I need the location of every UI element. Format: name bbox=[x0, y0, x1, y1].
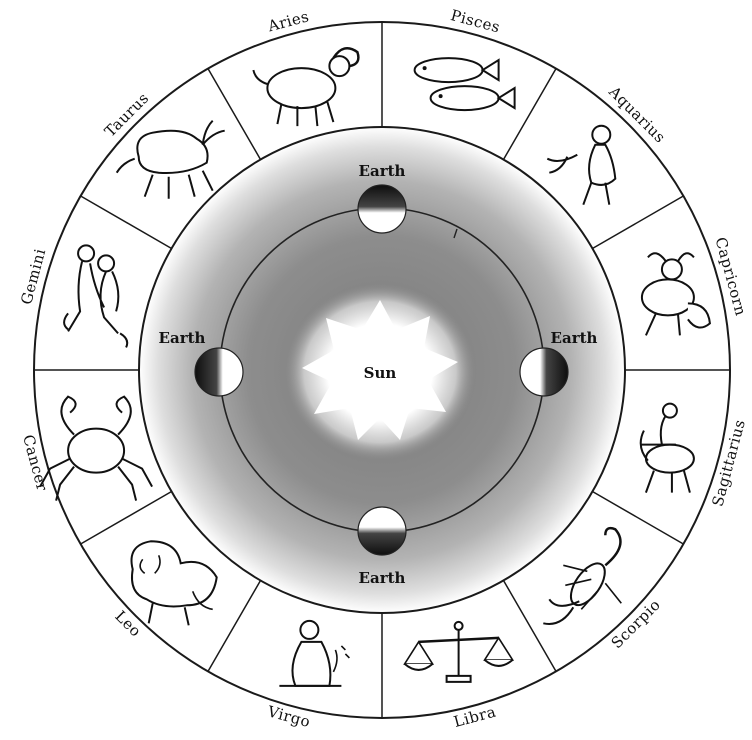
earth-label-left: Earth bbox=[159, 329, 206, 347]
earth-bottom: Earth bbox=[358, 507, 406, 587]
sun: Sun bbox=[285, 284, 475, 460]
earth-top: Earth bbox=[358, 162, 406, 233]
earth-label-top: Earth bbox=[359, 162, 406, 180]
earth-label-bottom: Earth bbox=[359, 569, 406, 587]
earth-label-right: Earth bbox=[551, 329, 598, 347]
sun-label: Sun bbox=[364, 364, 397, 382]
